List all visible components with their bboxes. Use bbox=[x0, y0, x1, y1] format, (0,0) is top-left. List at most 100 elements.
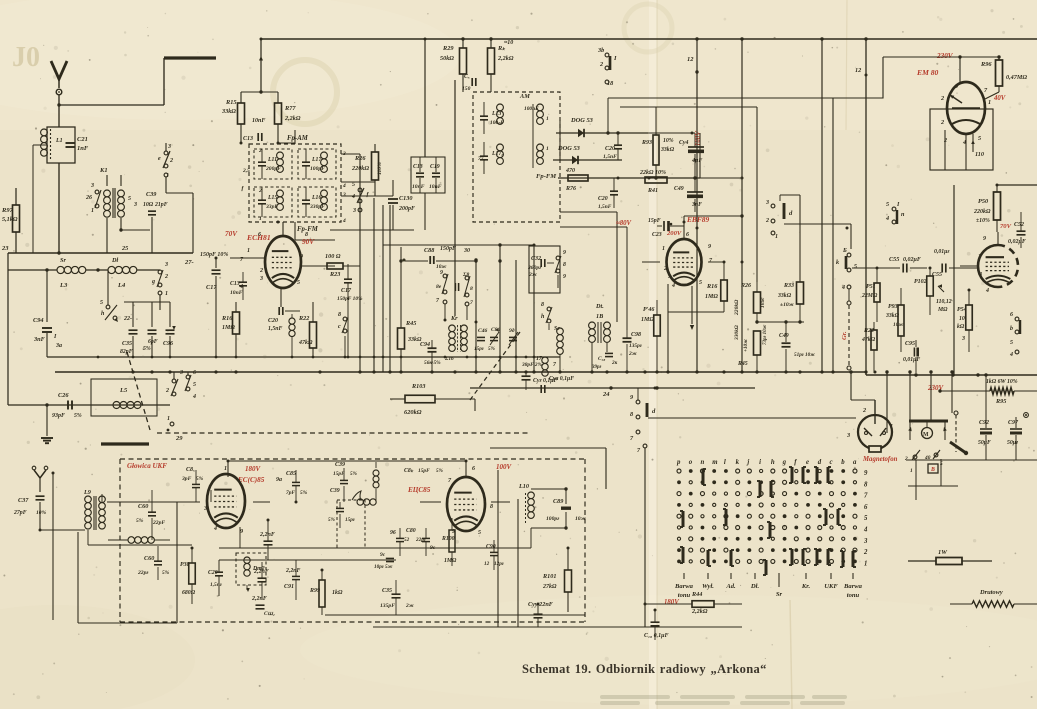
svg-text:1: 1 bbox=[247, 248, 250, 254]
svg-text:90V: 90V bbox=[302, 238, 315, 246]
svg-text:9: 9 bbox=[630, 394, 633, 401]
svg-text:6: 6 bbox=[258, 232, 261, 238]
svg-text:L4: L4 bbox=[117, 282, 126, 289]
svg-text:Rₖ: Rₖ bbox=[497, 45, 506, 52]
svg-text:e: e bbox=[806, 459, 809, 466]
svg-text:1: 1 bbox=[864, 560, 867, 567]
svg-text:3: 3 bbox=[352, 208, 356, 214]
svg-text:7: 7 bbox=[864, 493, 868, 500]
svg-text:Р′46: Р′46 bbox=[643, 307, 654, 313]
svg-text:Gr.: Gr. bbox=[841, 331, 848, 340]
svg-text:3: 3 bbox=[765, 200, 769, 206]
svg-text:100nF: 100nF bbox=[524, 106, 539, 112]
svg-text:C60: C60 bbox=[144, 555, 154, 562]
svg-text:Sr: Sr bbox=[60, 257, 66, 264]
svg-text:8: 8 bbox=[630, 411, 633, 418]
svg-text:8: 8 bbox=[541, 302, 544, 308]
svg-text:2,5: 2,5 bbox=[242, 168, 250, 174]
svg-text:C17: C17 bbox=[206, 284, 217, 291]
svg-text:40: 40 bbox=[924, 455, 931, 461]
svg-text:5%: 5% bbox=[74, 413, 82, 419]
svg-text:40V: 40V bbox=[993, 95, 1006, 102]
svg-text:Magnetofon: Magnetofon bbox=[862, 456, 898, 463]
svg-text:M: M bbox=[923, 432, 929, 438]
svg-text:5: 5 bbox=[297, 280, 300, 286]
svg-text:C13: C13 bbox=[230, 281, 240, 287]
svg-text:C19: C19 bbox=[430, 164, 440, 170]
svg-text:5: 5 bbox=[864, 515, 868, 522]
svg-text:L16: L16 bbox=[311, 195, 321, 201]
svg-text:Б: Б bbox=[842, 248, 847, 254]
svg-text:C39: C39 bbox=[335, 462, 345, 468]
svg-text:100V: 100V bbox=[496, 463, 513, 471]
svg-text:j: j bbox=[746, 459, 749, 466]
svg-text:3: 3 bbox=[133, 202, 137, 208]
svg-text:C91: C91 bbox=[284, 584, 294, 590]
svg-text:180V: 180V bbox=[664, 599, 679, 606]
svg-text:4: 4 bbox=[342, 218, 346, 224]
svg-text:8: 8 bbox=[338, 312, 341, 318]
svg-text:1kΩ: 1kΩ bbox=[332, 590, 343, 596]
svg-text:33kΩ: 33kΩ bbox=[407, 337, 422, 343]
svg-text:2: 2 bbox=[940, 119, 944, 126]
svg-text:5%: 5% bbox=[136, 518, 144, 524]
svg-text:P50: P50 bbox=[978, 198, 989, 205]
svg-text:3: 3 bbox=[90, 183, 94, 189]
svg-text:12: 12 bbox=[687, 56, 694, 63]
svg-text:1,5nF: 1,5nF bbox=[603, 154, 617, 160]
svg-text:9: 9 bbox=[955, 83, 958, 90]
svg-text:3pF: 3pF bbox=[181, 476, 192, 482]
svg-text:p: p bbox=[676, 459, 681, 466]
svg-text:C35: C35 bbox=[122, 341, 132, 347]
svg-text:230V: 230V bbox=[936, 52, 954, 60]
svg-text:6: 6 bbox=[686, 232, 689, 238]
svg-text:2,2nF: 2,2nF bbox=[253, 569, 269, 575]
svg-text:R16: R16 bbox=[706, 283, 718, 290]
svg-text:Kr.: Kr. bbox=[801, 583, 811, 590]
svg-text:C49: C49 bbox=[779, 333, 789, 339]
svg-text:L5: L5 bbox=[119, 387, 128, 394]
svg-text:ƒ: ƒ bbox=[241, 186, 244, 192]
svg-text:7: 7 bbox=[470, 300, 473, 306]
svg-text:R16: R16 bbox=[221, 315, 233, 322]
svg-text:1: 1 bbox=[91, 208, 94, 214]
svg-text:1W: 1W bbox=[938, 549, 948, 556]
svg-text:+10ж: +10ж bbox=[743, 339, 749, 352]
svg-text:24: 24 bbox=[602, 391, 610, 398]
svg-text:1MΩ: 1MΩ bbox=[444, 558, 457, 564]
svg-text:Kr: Kr bbox=[450, 315, 458, 322]
svg-text:2: 2 bbox=[765, 218, 769, 224]
svg-text:135pғ: 135pғ bbox=[629, 343, 642, 349]
svg-text:70V: 70V bbox=[1000, 223, 1012, 230]
svg-text:C94: C94 bbox=[420, 342, 430, 348]
svg-text:200pF: 200pF bbox=[398, 206, 415, 212]
svg-text:2,2nF: 2,2nF bbox=[251, 596, 267, 602]
svg-text:R97: R97 bbox=[1, 207, 14, 214]
svg-text:110%: 110% bbox=[377, 162, 383, 175]
svg-text:2: 2 bbox=[863, 549, 868, 556]
svg-text:n: n bbox=[700, 459, 704, 466]
svg-text:2: 2 bbox=[259, 268, 263, 274]
svg-text:ECH81: ECH81 bbox=[246, 233, 271, 242]
svg-text:l: l bbox=[724, 459, 726, 466]
svg-text:8е: 8е bbox=[436, 284, 442, 290]
svg-text:2,2nF: 2,2nF bbox=[259, 532, 275, 538]
svg-text:22pF: 22pF bbox=[152, 520, 165, 526]
svg-text:5: 5 bbox=[854, 264, 857, 270]
svg-text:C20: C20 bbox=[598, 196, 608, 202]
svg-text:Dт2: Dт2 bbox=[252, 566, 265, 572]
svg-text:C35: C35 bbox=[382, 588, 392, 594]
svg-text:5: 5 bbox=[978, 135, 981, 142]
svg-text:39pғ: 39pғ bbox=[591, 365, 602, 370]
svg-text:100pF: 100pF bbox=[310, 166, 325, 172]
svg-text:R26: R26 bbox=[740, 283, 751, 289]
svg-text:2: 2 bbox=[862, 407, 866, 414]
svg-text:3: 3 bbox=[846, 432, 850, 439]
svg-text:5: 5 bbox=[352, 182, 355, 188]
svg-text:5%: 5% bbox=[196, 476, 204, 482]
svg-text:150pF 10%: 150pF 10% bbox=[200, 252, 228, 258]
svg-text:e: e bbox=[158, 156, 161, 162]
svg-text:17: 17 bbox=[536, 356, 543, 362]
svg-text:Barwa: Barwa bbox=[843, 583, 863, 590]
svg-text:4: 4 bbox=[192, 394, 196, 400]
